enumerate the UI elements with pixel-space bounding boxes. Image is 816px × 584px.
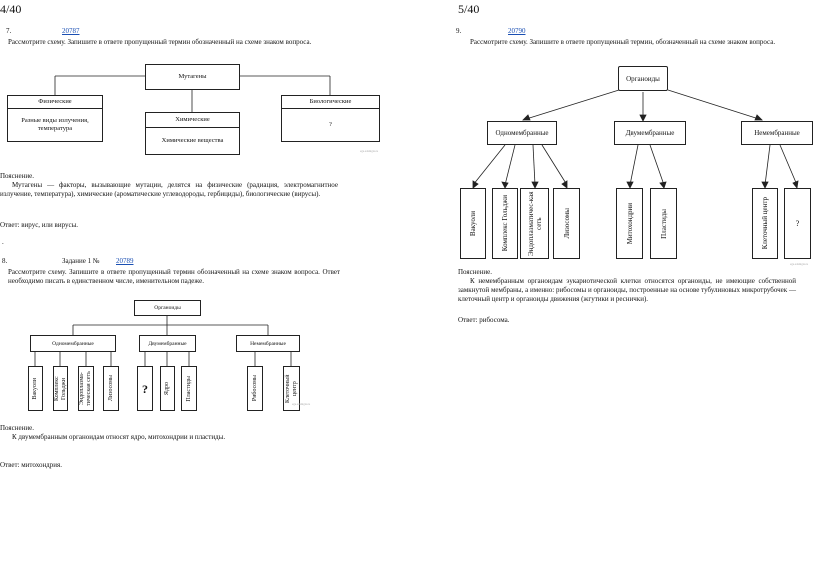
q9-leaf-cell-center-label: Клеточный центр bbox=[761, 197, 769, 250]
q7-answer: Ответ: вирус, или вирусы. bbox=[0, 221, 79, 229]
q8-leaf-cell-center: Клеточный центр bbox=[283, 366, 300, 411]
q7-box-physical-body: Разные виды излучения, температура bbox=[7, 108, 103, 142]
q8-leaf-golgi: Комплекс Гольджи bbox=[53, 366, 68, 411]
q9-leaf-lysosomes: Лизосомы bbox=[553, 188, 580, 259]
q9-box-double-membrane: Двумембранные bbox=[614, 121, 686, 145]
q8-leaf-question: ? bbox=[137, 366, 153, 411]
q7-number: 7. bbox=[6, 27, 12, 35]
q9-leaf-golgi-label: Комплекс Гольджи bbox=[501, 195, 509, 252]
q9-box-single-membrane: Одномембранные bbox=[487, 121, 557, 145]
q9-answer: Ответ: рибосома. bbox=[458, 316, 510, 324]
q8-expl-label: Пояснение. bbox=[0, 424, 34, 432]
q9-number: 9. bbox=[456, 27, 462, 35]
q8-leaf-lysosomes: Лизосомы bbox=[103, 366, 119, 411]
q9-leaf-cell-center: Клеточный центр bbox=[752, 188, 778, 259]
q8-link[interactable]: 20789 bbox=[116, 257, 134, 265]
q7-expl-label: Пояснение. bbox=[0, 172, 34, 180]
q9-leaf-plastids: Пластиды bbox=[650, 188, 677, 259]
q9-leaf-plastids-label: Пластиды bbox=[659, 208, 668, 239]
q7-box-chemical-body: Химические вещества bbox=[145, 127, 240, 155]
q8-leaf-vacuoles: Вакуоли bbox=[28, 366, 43, 411]
q8-leaf-ribosomes: Рибосомы bbox=[247, 366, 263, 411]
q9-leaf-lysosomes-label: Лизосомы bbox=[562, 208, 571, 239]
q7-link[interactable]: 20787 bbox=[62, 27, 80, 35]
q7-box-mutagens: Мутагены bbox=[145, 64, 240, 90]
q9-link[interactable]: 20790 bbox=[508, 27, 526, 35]
q9-leaf-question: ? bbox=[784, 188, 811, 259]
q9-leaf-er: Эндоплазматичес-кая сеть bbox=[520, 188, 549, 259]
page-number-left: 4/40 bbox=[0, 2, 22, 16]
q8-task-label: Задание 1 № bbox=[62, 257, 100, 265]
q8-box-organelles: Органоиды bbox=[134, 300, 201, 316]
q9-box-non-membrane: Немембранные bbox=[741, 121, 813, 145]
q8-box-non-membrane: Немембранные bbox=[236, 335, 300, 352]
q9-leaf-mitochondria-label: Митохондрии bbox=[625, 202, 634, 245]
q7-watermark: ege.sdamgia.ru bbox=[360, 149, 379, 153]
q9-leaf-vacuoles: Вакуоли bbox=[460, 188, 486, 259]
q8-box-double-membrane: Двумембранные bbox=[139, 335, 196, 352]
q7-prompt: Рассмотрите схему. Запишите в ответе про… bbox=[8, 38, 312, 46]
q8-leaf-er: Эндоплазма-тическая сеть bbox=[78, 366, 94, 411]
page-number-right: 5/40 bbox=[458, 2, 480, 16]
q7-expl-text: Мутагены — факторы, вызывающие мутации, … bbox=[0, 181, 338, 198]
q8-box-single-membrane: Одномембранные bbox=[30, 335, 116, 352]
q7-box-biological-body: ? bbox=[281, 108, 380, 142]
q9-leaf-vacuoles-label: Вакуоли bbox=[469, 210, 477, 237]
q9-leaf-er-label: Эндоплазматичес-кая сеть bbox=[526, 191, 543, 256]
q9-expl-text: К немембранным органоидам эукариотическо… bbox=[458, 277, 796, 303]
q9-leaf-golgi: Комплекс Гольджи bbox=[492, 188, 518, 259]
q8-watermark: ege.sdamgia.ru bbox=[292, 402, 311, 406]
q9-prompt: Рассмотрите схему. Запишите в ответе про… bbox=[470, 38, 776, 46]
q8-answer: Ответ: митохондрия. bbox=[0, 461, 62, 469]
q8-leaf-plastids: Пластиды bbox=[181, 366, 197, 411]
q8-leaf-nucleus: Ядро bbox=[160, 366, 175, 411]
q9-box-organelles: Органоиды bbox=[618, 66, 668, 91]
q8-prompt: Рассмотрите схему. Запишите в ответе про… bbox=[8, 268, 340, 285]
q8-number: 8. bbox=[2, 257, 8, 265]
q7-dot: . bbox=[2, 238, 4, 246]
q9-watermark: ege.sdamgia.ru bbox=[790, 262, 809, 266]
q9-expl-label: Пояснение. bbox=[458, 268, 492, 276]
q9-leaf-mitochondria: Митохондрии bbox=[616, 188, 643, 259]
q8-expl-text: К двумембранным органоидам относят ядро,… bbox=[12, 433, 226, 441]
